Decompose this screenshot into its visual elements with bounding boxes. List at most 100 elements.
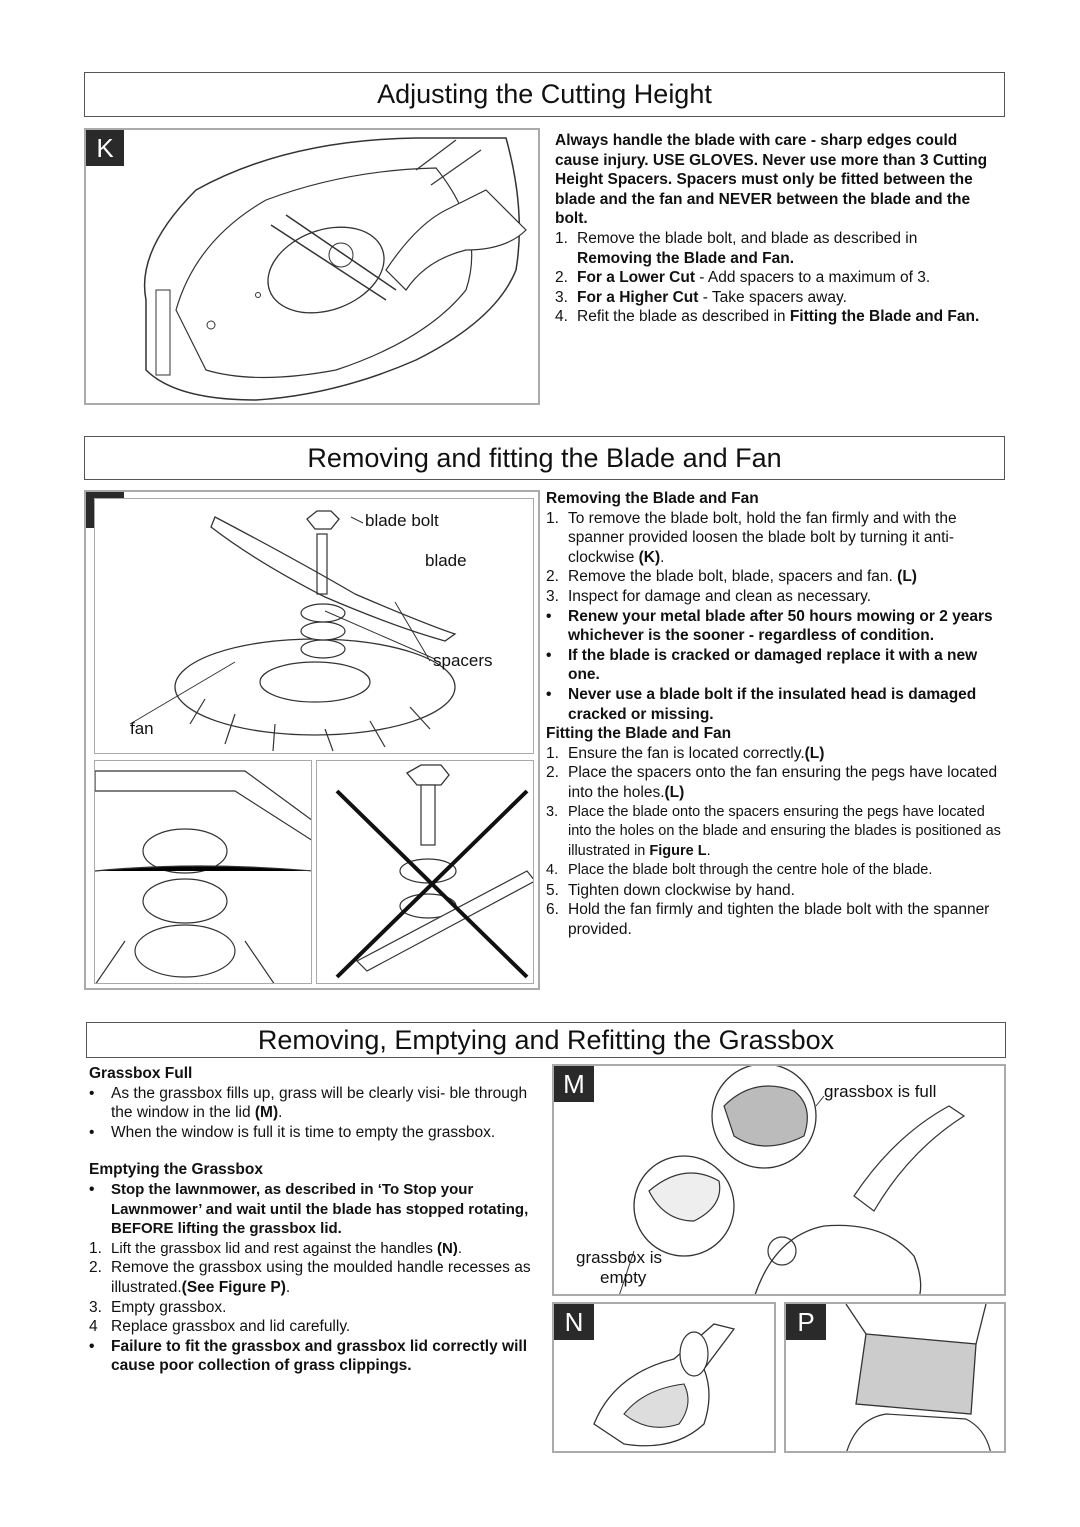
full-bullet-2: •When the window is full it is time to e… bbox=[89, 1123, 544, 1143]
step-number: 3. bbox=[546, 587, 559, 605]
blade-fan-instructions: Removing the Blade and Fan 1.To remove t… bbox=[546, 489, 1006, 940]
label-fan: fan bbox=[130, 719, 154, 738]
cutting-height-instructions: Always handle the blade with care - shar… bbox=[555, 131, 1005, 327]
step-4: 4.Refit the blade as described in Fittin… bbox=[555, 307, 1005, 327]
section-title: Removing, Emptying and Refitting the Gra… bbox=[257, 1025, 835, 1055]
figure-m: M grassbox is full grassbox is empty bbox=[552, 1064, 1006, 1296]
empty-step-2: 2.Remove the grassbox using the moulded … bbox=[89, 1259, 531, 1296]
label-blade: blade bbox=[425, 551, 467, 570]
subheading-removing: Removing the Blade and Fan bbox=[546, 490, 759, 507]
step-number: 4. bbox=[546, 862, 559, 879]
subheading-fitting: Fitting the Blade and Fan bbox=[546, 725, 732, 743]
fit-step-5: 5.Tighten down clockwise by hand. bbox=[546, 881, 1006, 901]
section-header-grassbox: Removing, Emptying and Refitting the Gra… bbox=[86, 1022, 1006, 1058]
grassbox-instructions: Grassbox Full • As the grassbox fills up,… bbox=[89, 1064, 544, 1376]
fit-step-4: 4. Place the blade bolt through the centr… bbox=[546, 861, 1006, 881]
step-number: 3. bbox=[555, 288, 568, 306]
final-warning: • Failure to fit the grassbox and grassbo… bbox=[89, 1337, 544, 1376]
incorrect-assembly-view bbox=[316, 760, 534, 984]
step-text: Empty grassbox. bbox=[111, 1298, 227, 1316]
label-grassbox-empty-2: empty bbox=[600, 1268, 647, 1287]
warning-text: Failure to fit the grassbox and grassbox… bbox=[111, 1337, 528, 1375]
incorrect-assembly-diagram bbox=[335, 764, 533, 979]
subheading-grassbox-full: Grassbox Full bbox=[89, 1065, 193, 1082]
bullet-text: As the grassbox fills up, grass will be … bbox=[111, 1084, 528, 1122]
bullet: • bbox=[89, 1180, 95, 1198]
blade-removal-illustration bbox=[143, 137, 527, 401]
bullet-ref: (M) bbox=[254, 1104, 279, 1122]
figure-l: L blade bolt blade spacers fan bbox=[84, 490, 540, 990]
step-text: Place the blade onto the spacers ensurin… bbox=[568, 803, 1001, 859]
step-number: 1. bbox=[555, 229, 568, 247]
bullet: • bbox=[89, 1123, 95, 1141]
bullet: • bbox=[546, 685, 552, 703]
figure-tag-m: M bbox=[554, 1066, 594, 1102]
subheading-emptying: Emptying the Grassbox bbox=[89, 1161, 263, 1179]
empty-step-4: 4 Replace grassbox and lid carefully. bbox=[89, 1317, 544, 1337]
step-text: Replace grassbox and lid carefully. bbox=[111, 1318, 351, 1336]
fit-step-1: 1.Ensure the fan is located correctly.(L… bbox=[546, 744, 1006, 764]
step-1: 1. Remove the blade bolt, and blade as de… bbox=[555, 229, 1005, 268]
safety-warning: Always handle the blade with care - shar… bbox=[555, 132, 988, 228]
warning-bullet-1: • Renew your metal blade after 50 hours m… bbox=[546, 607, 1006, 646]
section-header-cutting-height: Adjusting the Cutting Height bbox=[84, 72, 1005, 117]
step-text: Remove the grassbox using the moulded ha… bbox=[111, 1259, 531, 1296]
warning-text: If the blade is cracked or damaged repla… bbox=[568, 646, 978, 684]
fit-step-6: 6.Hold the fan firmly and tighten the bl… bbox=[546, 900, 1006, 939]
label-grassbox-empty-1: grassbox is bbox=[576, 1248, 662, 1267]
bullet: • bbox=[546, 607, 552, 625]
empty-step-3: 3. Empty grassbox. bbox=[89, 1298, 544, 1318]
step-ref: Figure L bbox=[649, 842, 707, 859]
step-text: Remove the blade bolt, and blade as desc… bbox=[577, 229, 918, 247]
step-ref: (L) bbox=[804, 744, 825, 762]
bullet: • bbox=[89, 1084, 95, 1102]
remove-step-3: 3. Inspect for damage and clean as necess… bbox=[546, 587, 1006, 607]
blade-exploded-diagram bbox=[129, 510, 457, 752]
figure-tag-n: N bbox=[554, 1304, 594, 1340]
step-number: 3. bbox=[89, 1298, 102, 1316]
step-ref: Fitting the Blade and Fan. bbox=[789, 308, 980, 326]
step-text: Place the blade bolt through the centre … bbox=[568, 862, 933, 879]
warning-text: Never use a blade bolt if the insulated … bbox=[568, 685, 977, 723]
step-ref: Removing the Blade and Fan. bbox=[577, 249, 795, 267]
step-number: 1. bbox=[546, 509, 559, 527]
warning-bullet-3: • Never use a blade bolt if the insulated… bbox=[546, 685, 1006, 724]
step-text: - Add spacers to a maximum of 3. bbox=[694, 269, 931, 287]
fit-step-2: 2.Place the spacers onto the fan ensurin… bbox=[546, 763, 1006, 802]
step-ref: (See Figure P) bbox=[181, 1278, 286, 1296]
grassbox-lid-open-illustration bbox=[593, 1323, 736, 1447]
section-title: Adjusting the Cutting Height bbox=[377, 79, 712, 109]
step-number: 2. bbox=[555, 269, 568, 287]
figure-p: P bbox=[784, 1302, 1006, 1453]
figure-tag-k: K bbox=[86, 130, 124, 166]
step-bold: For a Higher Cut bbox=[577, 288, 699, 306]
warning-text: Renew your metal blade after 50 hours mo… bbox=[568, 607, 993, 645]
section-header-blade-fan: Removing and fitting the Blade and Fan bbox=[84, 436, 1005, 480]
grassbox-removal-illustration bbox=[845, 1304, 991, 1451]
step-number: 2. bbox=[546, 764, 559, 782]
empty-step-1: 1.Lift the grassbox lid and rest against… bbox=[89, 1239, 463, 1257]
warning-bullet-2: • If the blade is cracked or damaged repl… bbox=[546, 646, 1006, 685]
figure-n: N bbox=[552, 1302, 776, 1453]
step-number: 4. bbox=[555, 308, 568, 326]
grassbox-window-illustration bbox=[619, 1066, 966, 1294]
step-number: 6. bbox=[546, 901, 559, 919]
fit-step-3: 3.Place the blade onto the spacers ensur… bbox=[546, 803, 1006, 862]
step-text: Remove the blade bolt, blade, spacers an… bbox=[568, 568, 898, 586]
step-number: 4 bbox=[89, 1318, 98, 1336]
bullet: • bbox=[89, 1337, 95, 1355]
step-number: 1. bbox=[546, 744, 559, 762]
step-text: - Take spacers away. bbox=[698, 288, 847, 306]
bullet: • bbox=[546, 646, 552, 664]
step-text: Inspect for damage and clean as necessar… bbox=[568, 587, 871, 605]
step-bold: For a Lower Cut bbox=[577, 269, 695, 287]
step-text: Lift the grassbox lid and rest against t… bbox=[111, 1239, 438, 1257]
label-grassbox-full: grassbox is full bbox=[824, 1082, 937, 1101]
empty-warning: •Stop the lawnmower, as described in ‘To… bbox=[89, 1180, 544, 1239]
remove-step-1: 1.To remove the blade bolt, hold the fan… bbox=[546, 509, 1006, 568]
step-number: 2. bbox=[546, 568, 559, 586]
step-2: 2. For a Lower Cut - Add spacers to a max… bbox=[555, 268, 1005, 288]
figure-tag-p: P bbox=[786, 1304, 826, 1340]
label-blade-bolt: blade bolt bbox=[365, 511, 439, 530]
step-end: . bbox=[660, 548, 665, 566]
